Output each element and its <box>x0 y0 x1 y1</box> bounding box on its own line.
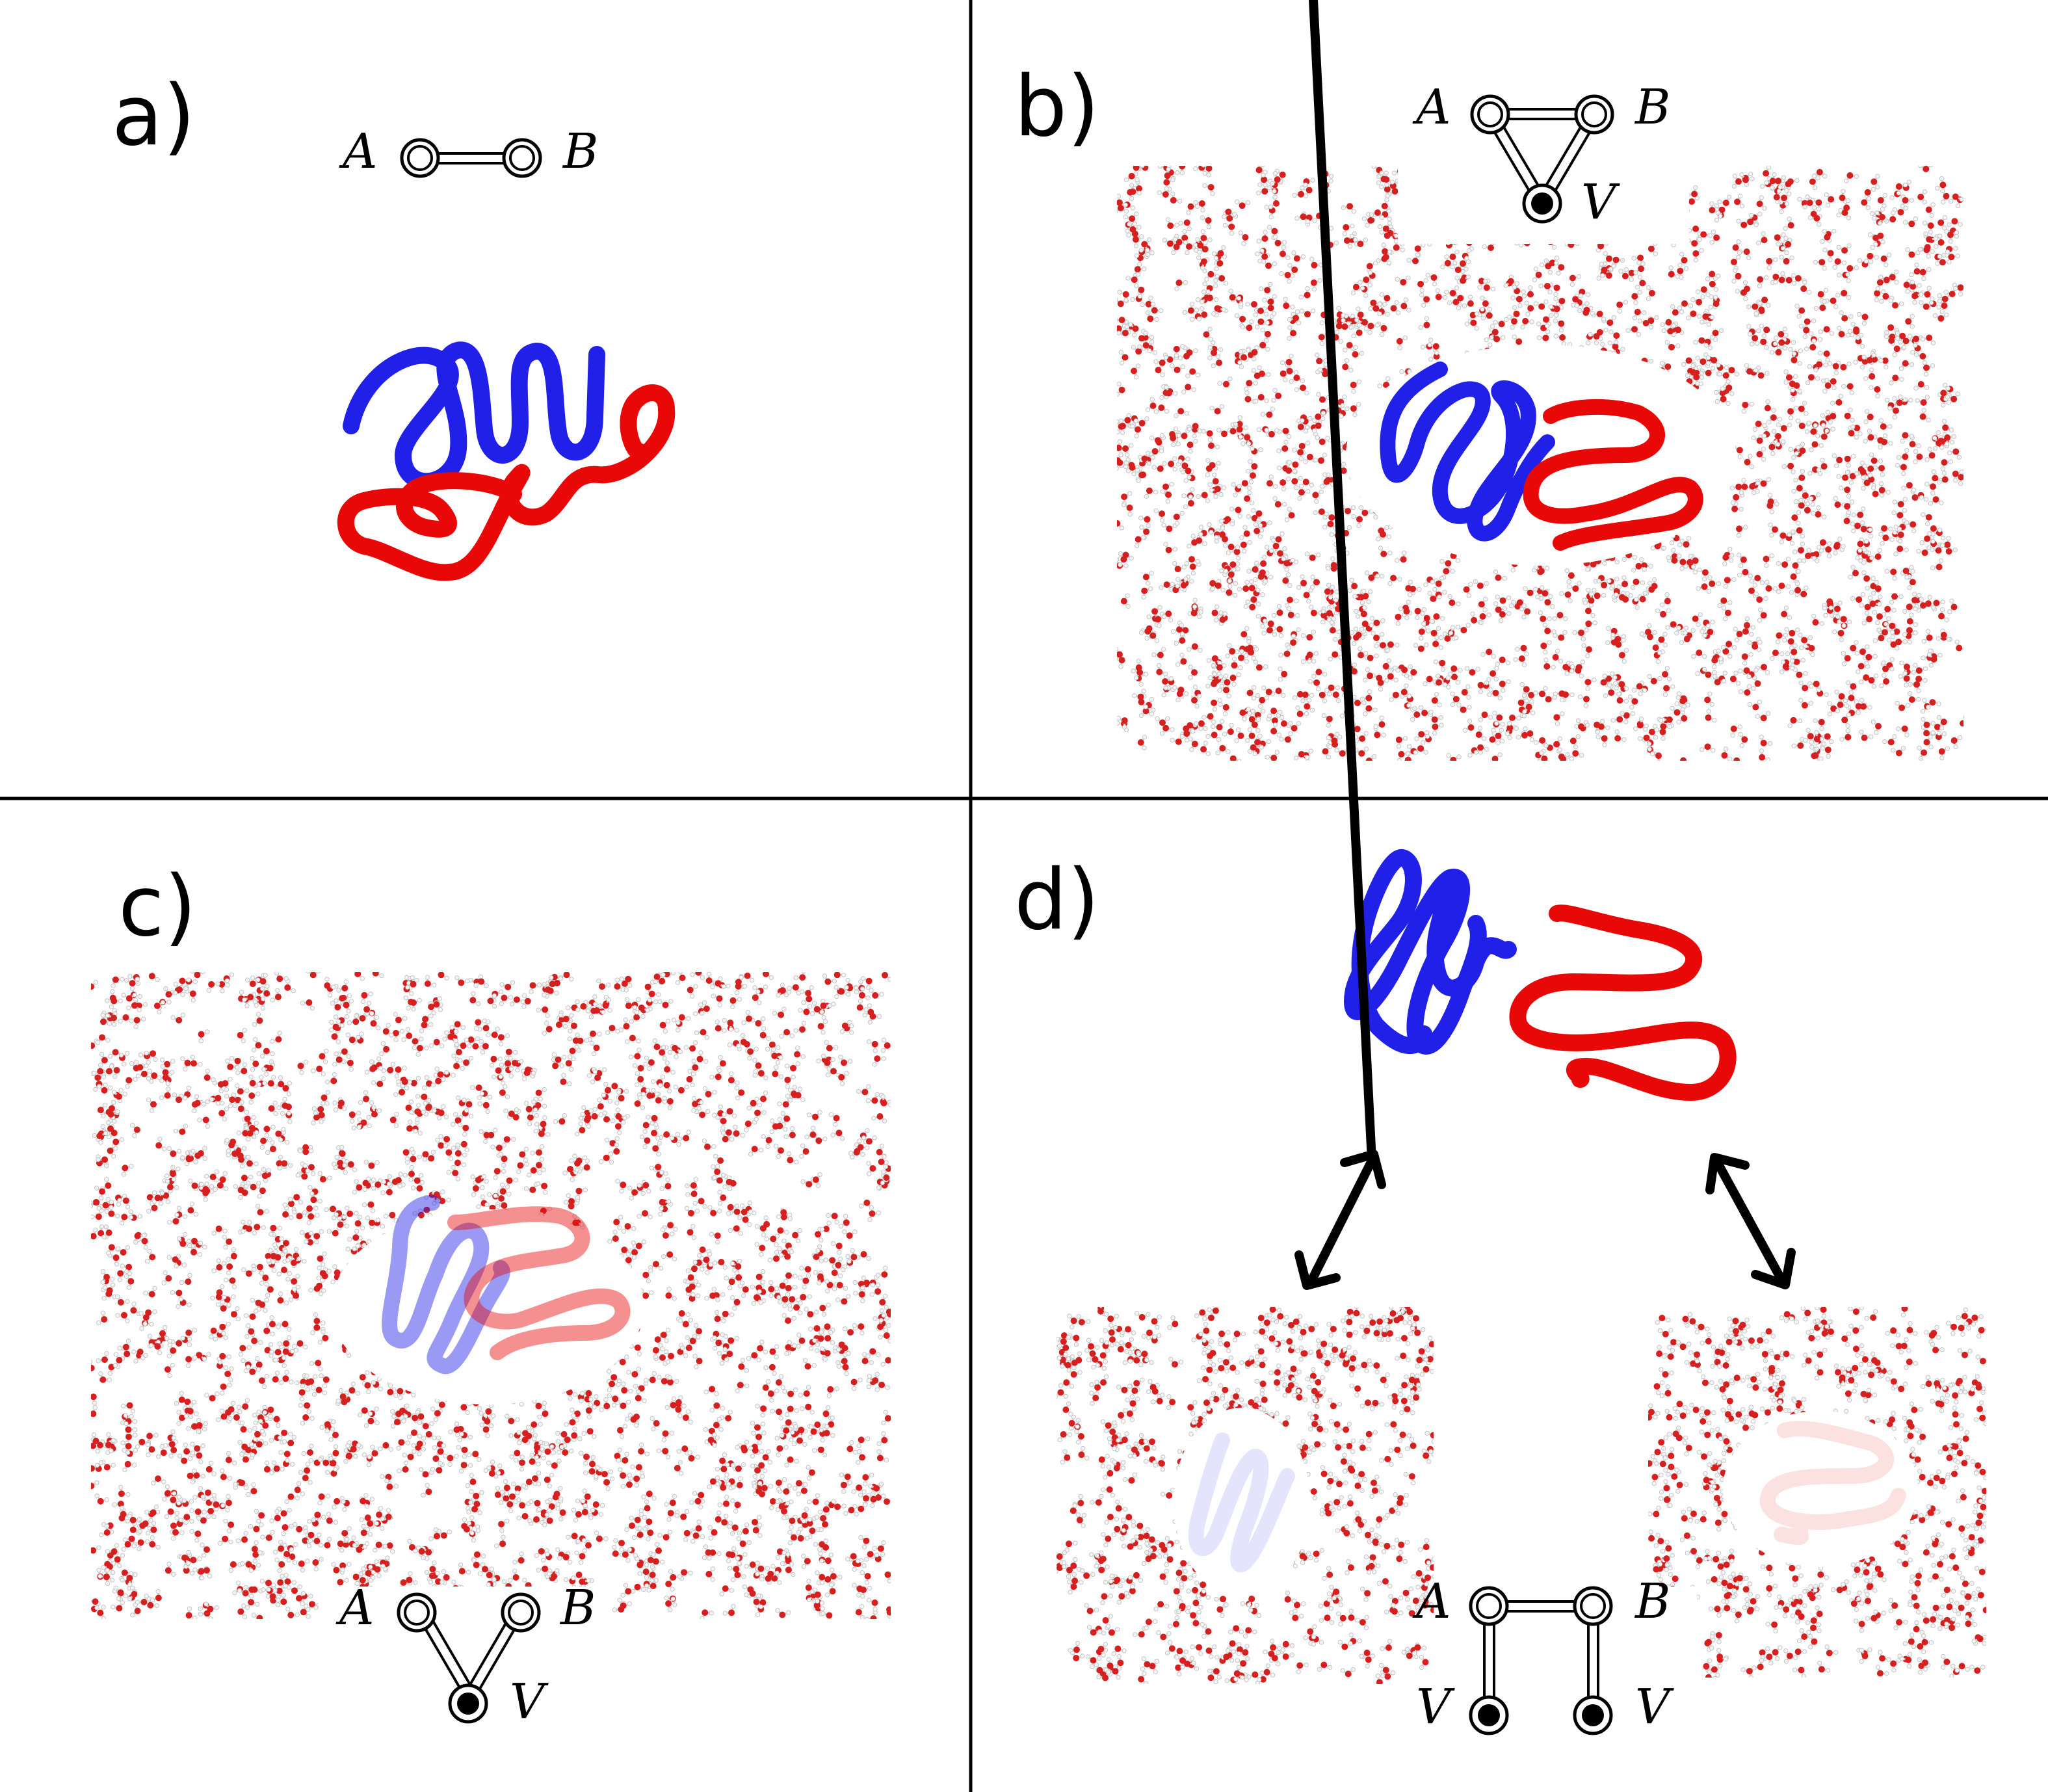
graph-d-label-a: A <box>1412 1574 1451 1629</box>
graph-c-node-b-icon <box>501 1592 541 1633</box>
protein-chain-a-faded <box>1188 1432 1295 1573</box>
graph-d-label-b: B <box>1634 1574 1670 1629</box>
protein-a <box>337 341 676 581</box>
panel-a: a) A B <box>112 68 676 581</box>
graph-a-node-b-icon <box>502 138 542 178</box>
graph-d-edge-bv <box>1587 1609 1599 1710</box>
graph-b-label-a: A <box>1412 79 1451 135</box>
graph-b-node-v-icon <box>1522 183 1562 224</box>
graph-a-label-b: B <box>562 124 598 179</box>
graph-c-label-a: A <box>335 1580 374 1636</box>
protein-chain-a <box>343 341 605 490</box>
protein-chain-b-faded <box>1759 1421 1906 1546</box>
protein-b <box>1380 362 1703 551</box>
graph-d-node-v1-icon <box>1469 1695 1509 1735</box>
graph-d-edge-av <box>1483 1609 1495 1710</box>
protein-chain-b-b <box>1523 399 1703 551</box>
graph-b-node-b-icon <box>1574 94 1614 135</box>
protein-chain-a-b <box>1380 362 1555 542</box>
water-cavity-c <box>332 1209 644 1404</box>
panel-d: d) <box>1014 0 1986 1735</box>
graph-c-label-v: V <box>510 1674 549 1730</box>
panel-c-label: c) <box>118 858 196 955</box>
protein-c <box>382 1195 631 1375</box>
protein-chain-b <box>337 384 676 581</box>
arrow-left-icon <box>1294 0 1386 1290</box>
panel-b: b) <box>1014 59 1963 761</box>
protein-chain-b-d <box>1509 904 1737 1101</box>
panel-a-label: a) <box>112 68 195 165</box>
graph-c-label-b: B <box>559 1580 596 1636</box>
graph-b-label-b: B <box>1634 79 1670 135</box>
graph-d: A B V V <box>1412 1574 1674 1735</box>
graph-d-node-b-icon <box>1573 1586 1613 1626</box>
graph-c-node-v-icon <box>448 1683 488 1724</box>
graph-d-node-v2-icon <box>1573 1695 1613 1735</box>
graph-b-label-v: V <box>1581 174 1620 230</box>
graph-d-node-a-icon <box>1469 1586 1509 1626</box>
panel-d-label: d) <box>1014 852 1099 949</box>
water-box-d-left <box>1057 1307 1434 1684</box>
graph-d-label-v2: V <box>1635 1679 1674 1735</box>
graph-c-node-a-icon <box>397 1592 437 1633</box>
arrow-right-icon <box>1705 1153 1796 1289</box>
protein-chain-a-c <box>382 1195 510 1375</box>
graph-d-label-v1: V <box>1416 1679 1455 1735</box>
graph-b: A B V <box>1412 79 1670 230</box>
graph-a-label-a: A <box>339 124 377 179</box>
protein-chain-b-c <box>447 1206 631 1360</box>
water-cavity-d-left <box>1174 1408 1310 1596</box>
water-cavity-d-right <box>1723 1411 1918 1567</box>
panel-b-label: b) <box>1014 59 1099 155</box>
graph-a-node-a-icon <box>400 138 440 178</box>
graph-c: A B V <box>335 1580 596 1730</box>
graph-a: A B <box>339 124 598 179</box>
protein-d <box>1344 849 1737 1101</box>
water-box-c <box>91 972 891 1619</box>
protein-chain-a-d <box>1344 849 1517 1055</box>
panel-c: c) <box>91 858 891 1730</box>
water-box-d-right <box>1648 1307 1986 1678</box>
graph-b-node-a-icon <box>1470 94 1510 135</box>
